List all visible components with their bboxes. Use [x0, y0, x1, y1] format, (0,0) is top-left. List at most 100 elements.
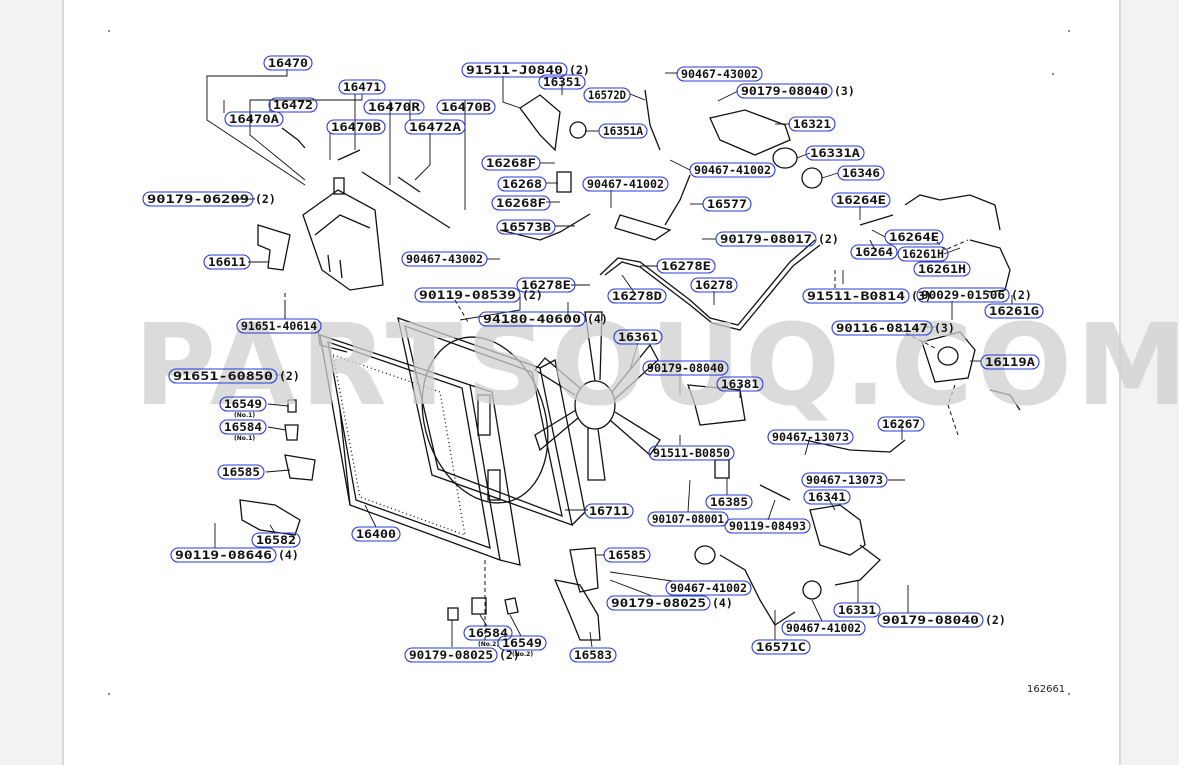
part-callout[interactable]: 90119-08493 — [724, 518, 811, 534]
part-callout[interactable]: 16261G — [984, 303, 1044, 319]
callout-box — [850, 244, 898, 260]
callout-box — [538, 74, 586, 90]
callout-box — [142, 191, 254, 207]
part-callout[interactable]: 16331 — [833, 602, 881, 618]
part-number: 90179-08040 — [647, 361, 724, 375]
part-callout[interactable]: 91651-60850(2) — [168, 368, 300, 384]
part-callout[interactable]: 16278E — [656, 258, 716, 274]
callout-box — [598, 123, 648, 139]
part-callout[interactable]: 16381 — [716, 376, 764, 392]
part-callout[interactable]: 16261H — [897, 246, 949, 262]
part-quantity: (3) — [934, 321, 955, 335]
part-callout[interactable]: 90179-06209(2) — [142, 191, 276, 207]
part-number: 16351 — [543, 75, 581, 89]
part-callout[interactable]: 90467-43002 — [401, 251, 488, 267]
part-callout[interactable]: 90179-08040(3) — [736, 83, 855, 99]
part-callout[interactable]: 16385 — [705, 494, 753, 510]
part-number: 16470B — [331, 120, 381, 134]
part-callout[interactable]: 90029-01506(2) — [916, 287, 1032, 303]
part-number: 90467-41002 — [670, 581, 747, 595]
part-callout[interactable]: 90467-13073 — [801, 472, 888, 488]
part-callout[interactable]: 16264E — [831, 192, 891, 208]
part-number: 16577 — [707, 197, 747, 211]
part-number: 16264E — [836, 193, 886, 207]
part-callout[interactable]: 16549(No.1) — [219, 396, 267, 419]
part-callout[interactable]: 16321 — [788, 116, 836, 132]
part-number: 16361 — [618, 330, 658, 344]
part-callout[interactable]: 90467-41002 — [781, 620, 866, 636]
part-callout[interactable]: 16278 — [690, 277, 738, 293]
callout-box — [414, 287, 521, 303]
part-number: 16472A — [409, 120, 461, 134]
part-callout[interactable]: 90179-08025(4) — [606, 595, 733, 611]
part-callout[interactable]: 16470 — [263, 55, 313, 71]
registration-marks — [108, 30, 1070, 695]
part-callout[interactable]: 90107-08001 — [647, 511, 729, 527]
callout-box — [251, 532, 301, 548]
part-callout[interactable]: 16470A — [224, 111, 284, 127]
part-callout[interactable]: 16470R — [363, 99, 425, 115]
part-callout[interactable]: 90179-08040 — [642, 360, 729, 376]
part-callout[interactable]: 90116-08147(3) — [831, 320, 955, 336]
part-callout[interactable]: 16582 — [251, 532, 301, 548]
part-callout[interactable]: 16264E — [884, 229, 944, 245]
part-callout[interactable]: 16583 — [569, 647, 617, 663]
part-callout[interactable]: 90179-08040(2) — [877, 612, 1006, 628]
part-number: 91511-B0850 — [653, 446, 730, 460]
part-callout[interactable]: 16267 — [877, 416, 925, 432]
part-callout[interactable]: 16400 — [351, 526, 401, 542]
part-callout[interactable]: 16585 — [217, 464, 265, 480]
part-callout[interactable]: 16341 — [803, 489, 851, 505]
callout-box — [897, 246, 949, 262]
part-callout[interactable]: 16119A — [980, 354, 1040, 370]
part-callout[interactable]: 16268 — [497, 176, 547, 192]
part-callout[interactable]: 16611 — [203, 254, 251, 270]
part-callout[interactable]: 16264 — [850, 244, 898, 260]
part-callout[interactable]: 16584(No.1) — [219, 419, 267, 442]
part-callout[interactable]: 90119-08646(4) — [170, 547, 299, 563]
part-callout[interactable]: 16577 — [702, 196, 752, 212]
part-callout[interactable]: 90467-41002 — [689, 162, 776, 178]
part-callout[interactable]: 90119-08539(2) — [414, 287, 543, 303]
part-callout[interactable]: 16711 — [584, 503, 634, 519]
part-callout[interactable]: 16572D — [583, 87, 631, 103]
part-callout[interactable]: 91511-B0850 — [648, 445, 735, 461]
part-callout[interactable]: 16472A — [404, 119, 466, 135]
part-callout[interactable]: 16278E — [516, 277, 576, 293]
part-callout[interactable]: 16549(No.2) — [497, 635, 547, 658]
part-callout[interactable]: 94180-40600(4) — [478, 311, 608, 327]
part-callout[interactable]: 16278D — [607, 288, 667, 304]
part-callout[interactable]: 16585 — [603, 547, 651, 563]
part-callout[interactable]: 90179-08017(2) — [715, 231, 839, 247]
part-callout[interactable]: 16470B — [326, 119, 386, 135]
part-callout[interactable]: 90467-13073 — [767, 429, 854, 445]
part-callout[interactable]: 16261H — [913, 261, 971, 277]
part-callout[interactable]: 16571C — [751, 639, 811, 655]
part-callout[interactable]: 16472 — [268, 97, 318, 113]
part-number: 90467-41002 — [694, 163, 771, 177]
part-callout[interactable]: 90467-43002 — [676, 66, 763, 82]
part-callout[interactable]: 91511-J0840(2) — [461, 62, 590, 78]
part-callout[interactable]: 16573B — [496, 219, 556, 235]
part-callout[interactable]: 91651-40614 — [236, 318, 322, 334]
part-callout[interactable]: 16268F — [481, 155, 541, 171]
callout-box — [689, 162, 776, 178]
part-callout[interactable]: 16471 — [338, 79, 386, 95]
part-callout[interactable]: 90467-41002 — [582, 176, 669, 192]
part-callout[interactable]: 16584(No.2) — [463, 625, 513, 648]
part-callout[interactable]: 16346 — [837, 165, 885, 181]
part-callout[interactable]: 16470B — [436, 99, 496, 115]
part-callout[interactable]: 16331A — [805, 145, 865, 161]
part-callout[interactable]: 90467-41002 — [665, 580, 752, 596]
part-callout[interactable]: 16268F — [491, 195, 551, 211]
callout-box — [583, 87, 631, 103]
part-callout[interactable]: 16361 — [613, 329, 663, 345]
part-callout[interactable]: 16351A — [598, 123, 648, 139]
part-callout[interactable]: 16351 — [538, 74, 586, 90]
part-number: 16470A — [229, 112, 279, 126]
part-callout[interactable]: 90179-08025(2) — [404, 647, 520, 663]
part-note: (No.2) — [478, 641, 499, 648]
part-callout[interactable]: 91511-B0814(3) — [802, 288, 932, 304]
part-number: 90179-08040 — [741, 84, 828, 98]
callout-box — [401, 251, 488, 267]
